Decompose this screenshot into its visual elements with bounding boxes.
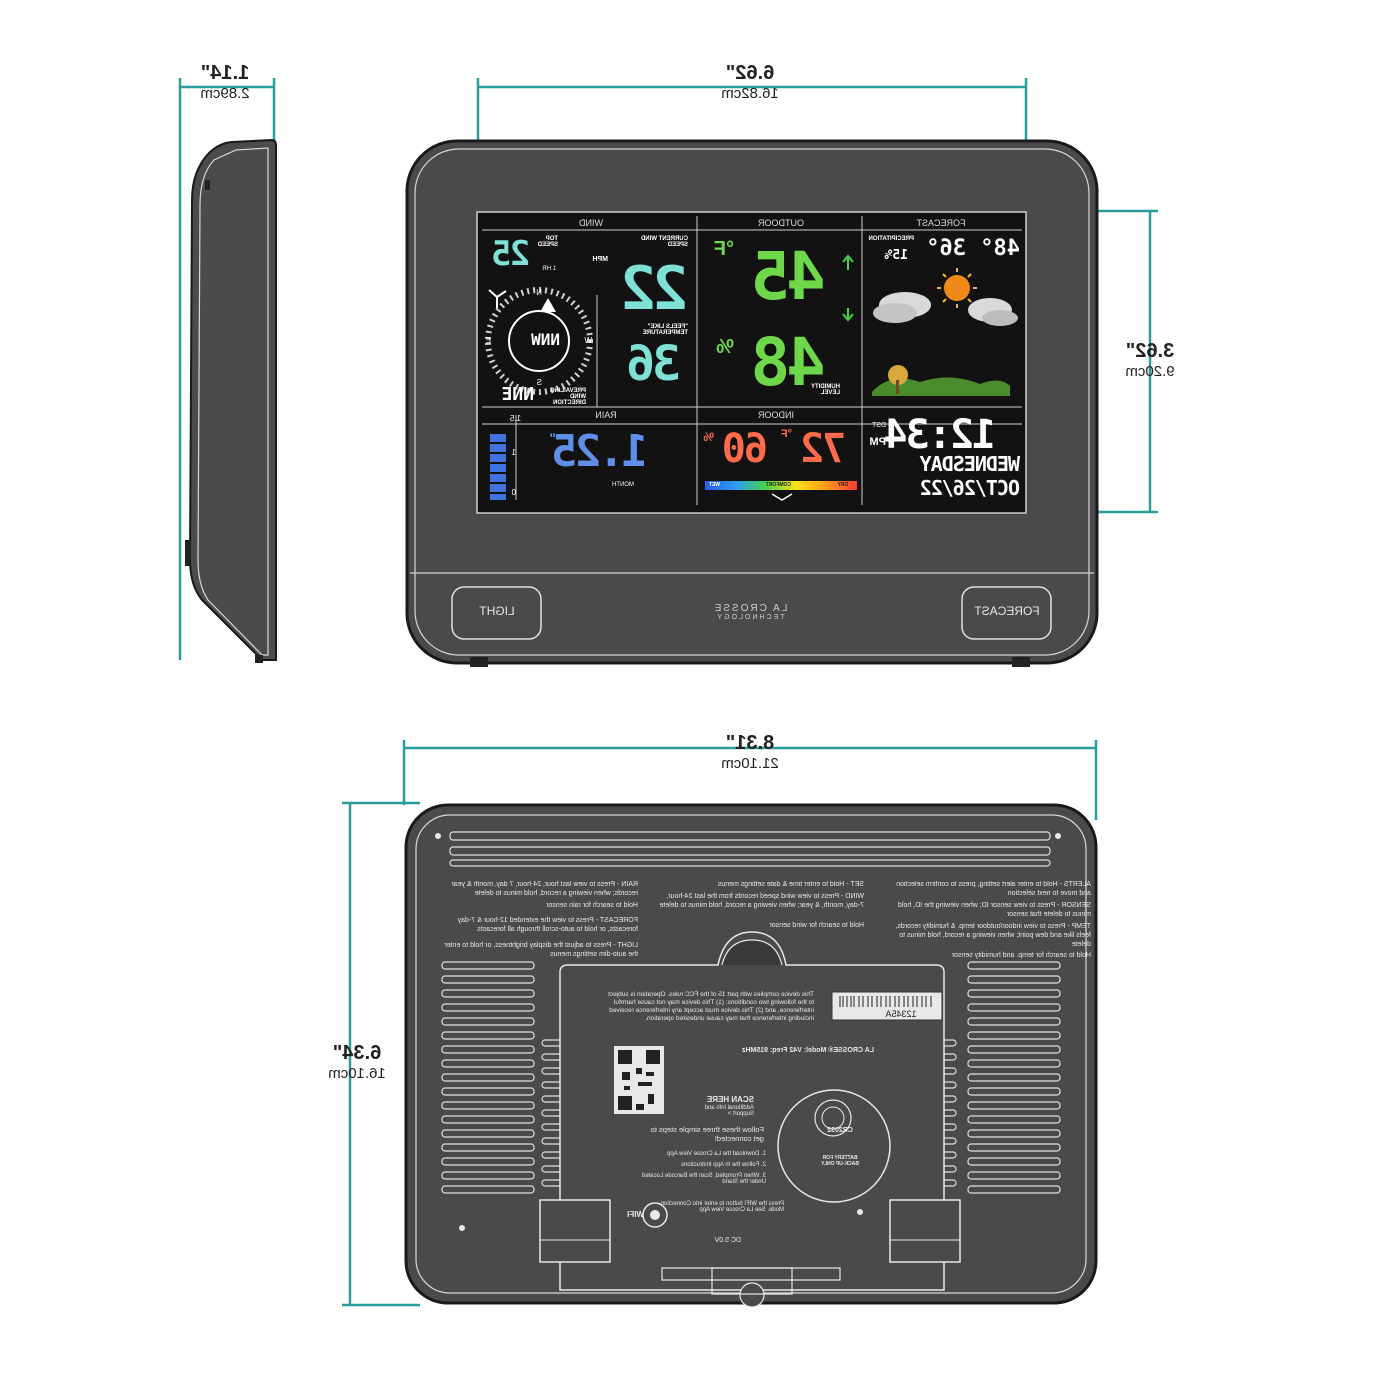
top-speed-label: TOP SPEED [537,236,558,248]
forecast-instruction: FORECAST - Press to view the extended 12… [457,917,638,933]
current-wind-label: CURRENT WIND SPEED [641,236,688,248]
serial-number: 12345A [885,1009,917,1019]
set-instruction: SET - Hold to enter time & date settings… [717,881,864,888]
side-view [185,138,277,663]
step-3: 3. When Prompted, Scan the Barcode Locat… [641,1173,766,1185]
brand-line1: LA CROSSE [712,603,788,614]
light-instruction: LIGHT - Press to adjust the display brig… [444,942,638,958]
step-2: 2. Follow the In App Instructions [680,1162,766,1168]
step-1: 1. Download the La Crosse View App [667,1151,766,1157]
power-spec: DC 5.0V [714,1237,741,1244]
lcd-display: FORECAST 48° 36° PRECIPITATION 15% OUTDO… [477,212,1026,513]
forecast-low: 36° [926,236,966,261]
outdoor-humidity-unit: % [716,336,734,358]
top-speed-value: 25 [493,234,530,274]
wind-unit: MPH [592,256,608,263]
feels-like-label: "FEELS LIKE" TEMPERATURE [642,324,688,336]
scan-here: SCAN HERE [706,1095,754,1104]
rain-instruction: RAIN - Press to view last hour, 24-hour,… [451,881,638,897]
precip-value: 15% [884,248,908,263]
rain-level-bars [490,415,517,500]
compass-e: E [485,336,491,345]
current-wind-speed: 22 [623,254,688,324]
comfort-dry: DRY [837,482,848,488]
clock-day: WEDNESDAY [920,452,1020,476]
feels-like-value: 36 [629,336,681,392]
clock-date: OCT/26/22 [920,476,1020,500]
side-depth-label: 1.14" 2.89cm [200,62,250,102]
wifi-label: WIFI [627,1210,644,1219]
indoor-temp-unit: °F [780,428,792,440]
indoor-humidity-unit: % [703,430,714,444]
clock-ampm: PM [869,436,887,448]
comfort-comfort: COMFORT [765,482,791,488]
compass-w: W [584,336,592,345]
indoor-humidity: 60 [723,426,768,472]
battery-note: BATTERY FOR BACK-UP ONLY [821,1155,859,1167]
rain-scale-mid: 1 [511,448,516,457]
rain-unit: " [549,430,556,446]
device-width-label: 8.31" 21.10cm [721,732,779,772]
rain-period: MONTH [612,482,634,488]
wind-header: WIND [579,218,603,228]
temp-instruction: TEMP - Press to view indoor/outdoor temp… [895,923,1091,948]
forecast-high: 48° [980,236,1020,261]
top-speed-period: 1 HR [542,266,556,272]
rain-scale-bottom: 0 [511,488,516,497]
outdoor-header: OUTDOOR [758,218,804,228]
model-info: LA CROSSE® Model: V42 Freq: 915MHz [741,1047,874,1054]
compass-direction: NNW [531,330,560,349]
compass-n: N [536,288,542,297]
outdoor-temp-unit: °F [713,238,734,260]
wifi-note: Press the WIFI button to enter into Conn… [660,1201,784,1213]
wind-instruction: WIND - Press to view wind speed records … [659,893,864,909]
screen-height-label: 3.62" 9.20cm [1125,340,1175,380]
prevailing-label: PREVAILING WIND DIRECTION [549,388,586,406]
back-text: ALERTS - Hold to enter alert setting, pr… [406,805,1096,1303]
rain-header: RAIN [595,410,617,420]
battery-type: CR2032 [827,1127,853,1134]
brand-logo: LA CROSSE TECHNOLOGY [700,603,800,621]
humidity-label: HUMIDITY LEVEL [811,384,840,396]
fcc-statement: This device complies with part 15 of the… [608,991,814,1022]
rain-value: 1.25 [554,426,648,477]
light-button[interactable]: LIGHT [479,604,515,618]
back-view [404,803,1098,1308]
indoor-temp: 72 [801,426,846,472]
front-view [405,139,1099,667]
alerts-instruction: ALERTS - Hold to enter alert setting, pr… [896,881,1091,897]
steps-title: Follow these three simple steps to get c… [650,1125,764,1143]
clock-dst: DST [872,422,886,429]
wind-hold-instruction: Hold to search for wind sensor [769,922,864,929]
sensor-instruction: SENSOR - Press to view sensor ID; when v… [898,902,1091,918]
rain-hold-instruction: Hold to search for rain sensor [546,902,638,909]
precip-label: PRECIPITATION [868,236,914,242]
qr-code [614,1046,664,1114]
prevailing-value: NNE [501,384,534,405]
brand-line2: TECHNOLOGY [715,614,785,621]
top-vents [449,831,1051,867]
indoor-header: INDOOR [758,410,794,420]
scan-sub: Additional info and Support > [704,1105,754,1117]
device-height-label: 6.34" 16.10cm [328,1042,386,1082]
outdoor-temp: 45 [754,238,826,315]
comfort-wet: WET [708,482,720,488]
rain-scale-top: 1.5 [509,414,521,423]
compass-s: S [536,378,542,387]
forecast-button[interactable]: FORECAST [974,604,1040,618]
forecast-header: FORECAST [916,218,966,228]
screen-width-label: 6.62" 16.82cm [721,62,779,102]
temp-hold-instruction: Hold to search for temp. and humidity se… [951,952,1091,959]
